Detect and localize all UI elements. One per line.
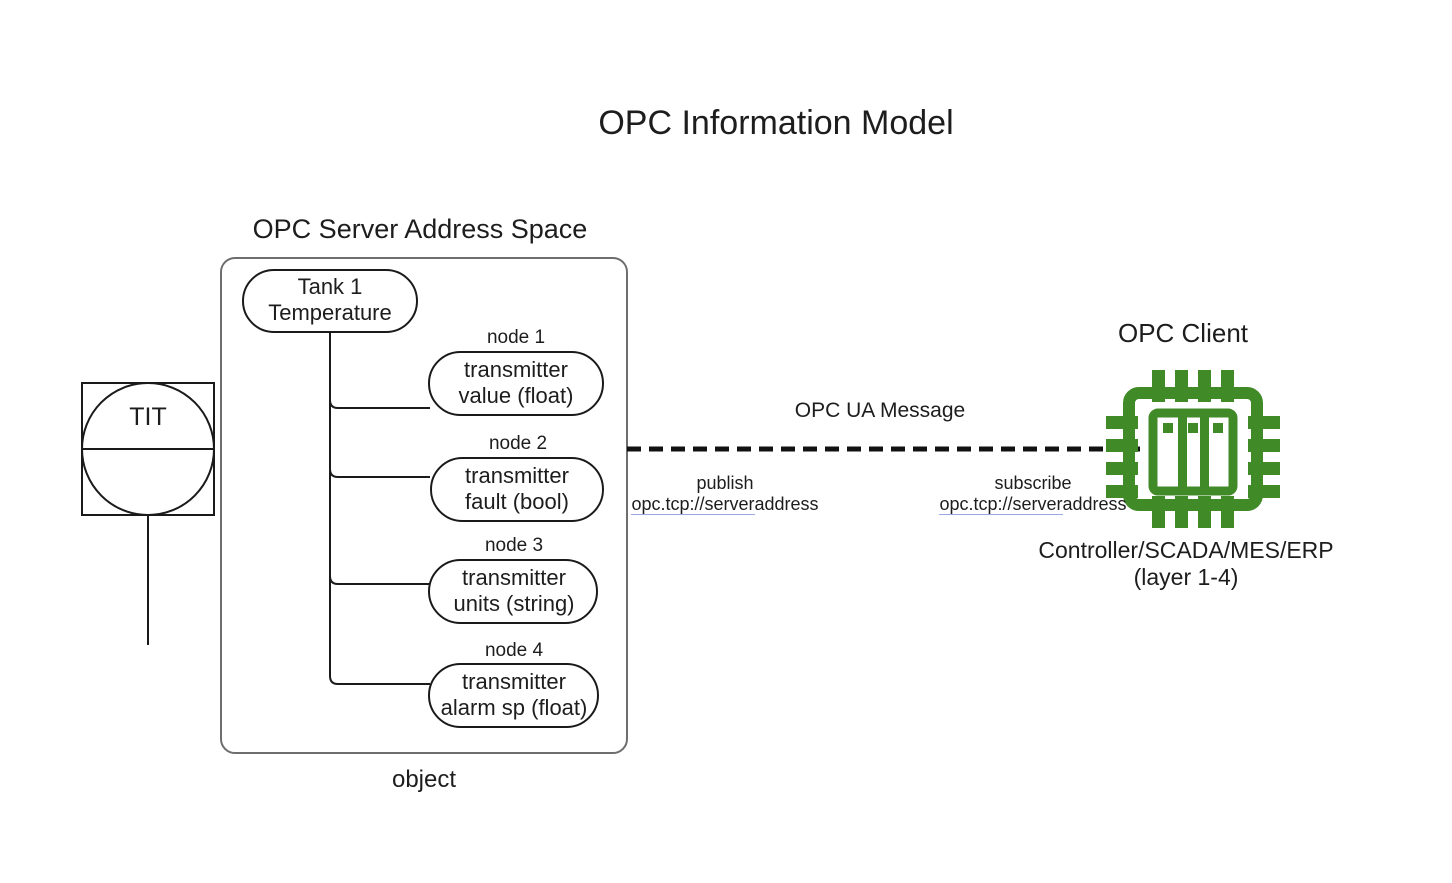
node-root-line1: Tank 1: [297, 274, 363, 299]
node-root-line2: Temperature: [268, 299, 392, 325]
node-4-line1: transmitter: [462, 669, 566, 694]
node-2-line2: fault (bool): [465, 488, 569, 514]
node-2-line1: transmitter: [465, 463, 569, 488]
object-label: object: [391, 766, 457, 793]
node-root-label: Tank 1 Temperature: [240, 274, 420, 326]
publish-action-label: publish: [696, 473, 754, 493]
subscribe-endpoint-url-link-part[interactable]: opc.tcp://server: [939, 494, 1063, 515]
publish-endpoint-url[interactable]: opc.tcp://serveraddress: [625, 494, 825, 515]
tit-instrument-symbol: [81, 382, 215, 645]
node-2-pill[interactable]: [430, 457, 604, 522]
subscribe-action-label: subscribe: [994, 473, 1072, 493]
opc-client-subtitle-line2: (layer 1-4): [1133, 564, 1239, 591]
node-2-caption: node 2: [488, 433, 548, 454]
opc-client-heading: OPC Client: [1117, 318, 1249, 348]
node-4-pill[interactable]: [428, 663, 599, 728]
node-1-pill[interactable]: [428, 351, 604, 416]
node-4-line2: alarm sp (float): [440, 694, 588, 720]
node-3-line2: units (string): [453, 590, 575, 616]
node-1-line1: transmitter: [464, 357, 568, 382]
cpu-chip-icon: [1106, 370, 1280, 528]
subscribe-endpoint-url[interactable]: opc.tcp://serveraddress: [933, 494, 1133, 515]
node-3-line1: transmitter: [462, 565, 566, 590]
node-tree-connectors: [329, 332, 430, 685]
subscribe-endpoint-url-plain-part: address: [1062, 494, 1127, 514]
node-2-label: transmitter fault (bool): [427, 463, 607, 515]
node-3-pill[interactable]: [428, 559, 598, 624]
page-title: OPC Information Model: [598, 104, 954, 142]
node-3-caption: node 3: [484, 535, 544, 556]
publish-endpoint-url-link-part[interactable]: opc.tcp://server: [631, 494, 755, 515]
node-1-line2: value (float): [458, 382, 574, 408]
publish-endpoint-url-plain-part: address: [754, 494, 819, 514]
node-4-caption: node 4: [484, 640, 544, 661]
tit-tag-label: TIT: [129, 403, 167, 431]
node-1-label: transmitter value (float): [426, 357, 606, 409]
node-4-label: transmitter alarm sp (float): [424, 669, 604, 721]
opc-client-subtitle: Controller/SCADA/MES/ERP (layer 1-4): [1036, 537, 1336, 591]
node-3-label: transmitter units (string): [424, 565, 604, 617]
opc-client-subtitle-line1: Controller/SCADA/MES/ERP: [1038, 537, 1334, 563]
opc-ua-message-label: OPC UA Message: [794, 399, 966, 422]
node-root-pill[interactable]: [242, 269, 418, 333]
address-space-heading: OPC Server Address Space: [252, 214, 588, 244]
node-1-caption: node 1: [486, 327, 546, 348]
